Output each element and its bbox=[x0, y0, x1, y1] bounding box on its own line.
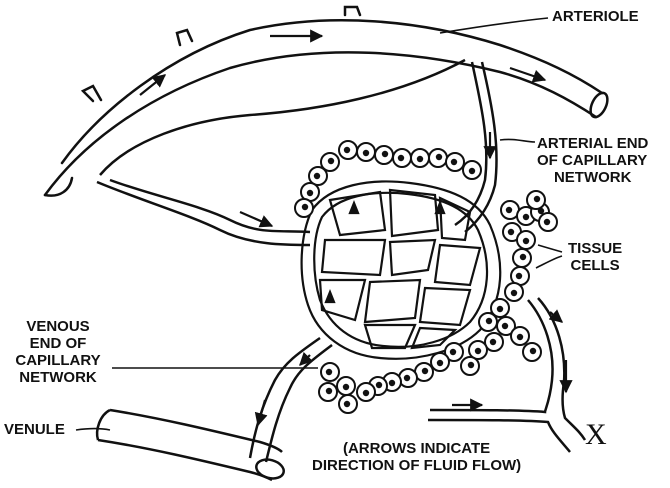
flow-arrow-icon bbox=[510, 68, 545, 80]
label-arterial-end: ARTERIAL END OF CAPILLARY NETWORK bbox=[537, 135, 648, 186]
label-flow-note-line-1: (ARROWS INDICATE bbox=[312, 440, 521, 457]
capillary-network bbox=[302, 181, 501, 358]
label-arteriole: ARTERIOLE bbox=[552, 8, 639, 25]
tissue-cell-icon bbox=[446, 153, 464, 171]
tissue-cell-icon bbox=[517, 231, 535, 249]
tissue-cell-icon bbox=[375, 146, 393, 164]
tissue-cell-icon bbox=[461, 357, 479, 375]
label-tissue-cells-line-1: TISSUE bbox=[568, 240, 622, 257]
label-flow-note-line-2: DIRECTION OF FLUID FLOW) bbox=[312, 457, 521, 474]
tissue-cell-icon bbox=[339, 395, 357, 413]
tissue-cell-icon bbox=[527, 191, 545, 209]
tissue-cell-icon bbox=[513, 249, 531, 267]
tissue-cell-icon bbox=[393, 149, 411, 167]
label-venous-end-line-1: VENOUS bbox=[2, 318, 114, 335]
tissue-cells-group bbox=[295, 141, 557, 413]
label-venule: VENULE bbox=[4, 421, 65, 438]
label-arterial-end-line-3: NETWORK bbox=[537, 169, 648, 186]
tissue-cell-icon bbox=[539, 213, 557, 231]
label-tissue-cells: TISSUE CELLS bbox=[568, 240, 622, 274]
tissue-cell-icon bbox=[523, 343, 541, 361]
tissue-cell-icon bbox=[357, 143, 375, 161]
label-arterial-end-line-2: OF CAPILLARY bbox=[537, 152, 648, 169]
tissue-cell-icon bbox=[411, 149, 429, 167]
lymph-marker-x: X bbox=[585, 420, 607, 450]
label-tissue-cells-line-2: CELLS bbox=[568, 257, 622, 274]
flow-arrows bbox=[140, 36, 566, 425]
label-venous-end-line-3: CAPILLARY bbox=[2, 352, 114, 369]
flow-arrow-icon bbox=[258, 400, 265, 425]
flow-arrow-icon bbox=[240, 212, 272, 226]
label-venous-end: VENOUS END OF CAPILLARY NETWORK bbox=[2, 318, 114, 386]
label-arterial-end-line-1: ARTERIAL END bbox=[537, 135, 648, 152]
tissue-cell-icon bbox=[431, 353, 449, 371]
tissue-cell-icon bbox=[339, 141, 357, 159]
tissue-cell-icon bbox=[295, 199, 313, 217]
tissue-cell-icon bbox=[321, 363, 339, 381]
tissue-cell-icon bbox=[337, 377, 355, 395]
tissue-cell-icon bbox=[319, 383, 337, 401]
tissue-cell-icon bbox=[463, 161, 481, 179]
tissue-cell-icon bbox=[511, 327, 529, 345]
tissue-cell-icon bbox=[505, 283, 523, 301]
tissue-cell-icon bbox=[429, 149, 447, 167]
tissue-cell-icon bbox=[479, 313, 497, 331]
label-venous-end-line-4: NETWORK bbox=[2, 369, 114, 386]
label-venous-end-line-2: END OF bbox=[2, 335, 114, 352]
label-flow-note: (ARROWS INDICATE DIRECTION OF FLUID FLOW… bbox=[312, 440, 521, 474]
tissue-cell-icon bbox=[357, 383, 375, 401]
